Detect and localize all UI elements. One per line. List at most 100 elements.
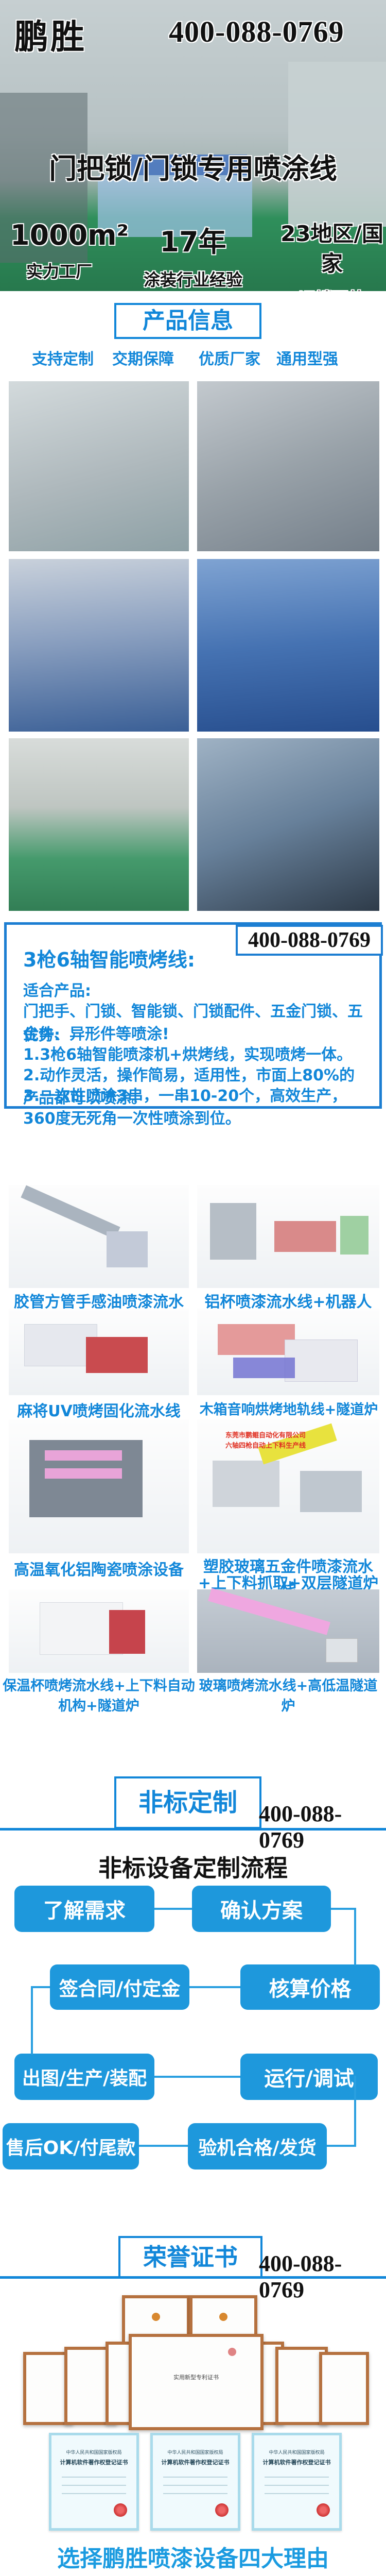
gallery-caption: 玻璃喷烤流水线+高低温隧道炉 [199, 1678, 378, 1714]
cad-glass-line [197, 1588, 379, 1673]
section-header-honor: 荣誉证书 [118, 2236, 262, 2278]
cad-mahjong-uv-line [9, 1309, 189, 1395]
cad-shape [210, 1203, 256, 1260]
spec-adv-label: 优势: [23, 1026, 60, 1044]
certificate-line [163, 2485, 227, 2486]
cad-shape [326, 1638, 358, 1663]
emblem-icon [219, 2312, 227, 2321]
section-header-custom: 非标定制 [114, 1776, 261, 1829]
flow-connector [189, 1986, 240, 1988]
certificate-line [62, 2493, 126, 2494]
cad-shape [274, 1221, 336, 1252]
hero-brand: 鹏胜 [14, 17, 86, 57]
stat-label: 实力工厂 [26, 262, 92, 281]
hero-phone[interactable]: 400-088-0769 [169, 15, 344, 48]
feature-custom: 支持定制 [32, 350, 94, 368]
software-copyright-certificate: 中华人民共和国国家版权局 计算机软件著作权登记证书 [150, 2433, 240, 2531]
certificate-line [265, 2485, 329, 2486]
flow-step-contract: 签合同/付定金 [50, 1964, 189, 2010]
section-header-label: 产品信息 [143, 308, 233, 334]
cad-annotation-line2: 六轴四枪自动上下料生产线 [225, 1442, 306, 1450]
hero-stat-area: 1000m² 实力工厂 [10, 219, 129, 282]
stat-value: 1000m² [10, 219, 129, 251]
feature-universal: 通用型强 [276, 350, 338, 368]
flow-connector [154, 2076, 240, 2078]
flow-connector [139, 2145, 188, 2147]
certificate-authority: 中华人民共和国国家版权局 [269, 2450, 325, 2455]
cad-hose-tube-line [9, 1185, 189, 1288]
hero-stat-experience: 17年 涂装行业经验 [142, 219, 244, 291]
photo-blue-handles-carousel [197, 559, 379, 732]
photo-black-handles-closeup [197, 738, 379, 911]
flow-connector [327, 2145, 356, 2147]
emblem-icon [152, 2312, 160, 2321]
spec-point-3: 3.一次性喷涂3串，一串10-20个，高效生产，360度无死角一次性喷涂到位。 [23, 1087, 347, 1128]
stat-label: 涂装行业经验 [143, 270, 242, 290]
section-header-label: 非标定制 [138, 1788, 237, 1817]
flow-connector [354, 1908, 356, 1965]
photo-spray-robot-arm [197, 381, 379, 551]
certificate-title: 计算机软件著作权登记证书 [262, 2459, 331, 2466]
spec-point-2: 2.动作灵活，操作简易，适用性，市面上80%的产品都可以喷涂。 [23, 1066, 355, 1107]
cad-annotation: 东莞市鹏鲲自动化有限公司 六轴四枪自动上下料生产线 [225, 1431, 306, 1451]
custom-phone[interactable]: 400-088-0769 [259, 1801, 342, 1853]
work-table [98, 175, 252, 237]
stat-label: 远销国外 [280, 286, 383, 291]
seal-icon [228, 2348, 236, 2356]
machine-silhouette [0, 93, 87, 263]
seal-icon [215, 2503, 229, 2517]
certificate-authority: 中华人民共和国国家版权局 [167, 2450, 223, 2455]
stat-value: 23地区/国家 [280, 221, 383, 276]
certificate-line [265, 2477, 329, 2478]
certificate-line [163, 2477, 227, 2478]
flow-connector [331, 1908, 356, 1910]
spec-phone-box[interactable]: 400-088-0769 [236, 925, 383, 956]
certificate-title: 计算机软件著作权登记证书 [60, 2459, 128, 2466]
flow-connector [31, 1986, 50, 1988]
cad-cup-line [197, 1185, 379, 1288]
flow-step-understand: 了解需求 [14, 1886, 154, 1932]
cad-shape [208, 1588, 330, 1635]
cad-annotation-line1: 东莞市鹏鲲自动化有限公司 [225, 1432, 306, 1439]
spec-point-1: 1.3枪6轴智能喷漆机+烘烤线，实现喷烤一体。 [23, 1046, 353, 1064]
honor-phone[interactable]: 400-088-0769 [259, 2251, 342, 2302]
spec-suit-label: 适合产品: [23, 982, 91, 1000]
certificate-line [163, 2493, 227, 2494]
hero-title: 门把锁/门锁专用喷涂线 [49, 152, 337, 185]
cad-shape [218, 1324, 295, 1355]
certificate-line [62, 2477, 126, 2478]
patent-frame-center: 实用新型专利证书 [129, 2334, 264, 2430]
cad-shape [285, 1340, 358, 1382]
cad-plastic-glass-line: 东莞市鹏鲲自动化有限公司 六轴四枪自动上下料生产线 [197, 1419, 379, 1553]
cad-shape [45, 1450, 122, 1461]
cad-shape [233, 1358, 295, 1378]
flow-step-price: 核算价格 [240, 1964, 380, 2010]
section-header-product-info: 产品信息 [114, 303, 261, 339]
wall-panel [288, 62, 386, 227]
flow-connector [31, 1986, 33, 2055]
cad-shape [213, 1461, 279, 1507]
reasons-title: 选择鹏胜喷漆设备四大理由 [57, 2546, 329, 2572]
certificate-line [265, 2493, 329, 2494]
flow-step-ship: 验机合格/发货 [188, 2123, 327, 2170]
flow-connector [154, 1908, 192, 1910]
certificate-authority: 中华人民共和国国家版权局 [66, 2450, 122, 2455]
patent-frame [319, 2352, 369, 2425]
photo-workshop-aisle [9, 738, 189, 911]
hero-stat-export: 23地区/国家 远销国外 [280, 219, 383, 291]
cad-shape [340, 1216, 369, 1255]
flow-step-confirm: 确认方案 [192, 1886, 331, 1932]
flow-step-debug: 运行/调试 [240, 2054, 378, 2100]
cad-thermos-line [9, 1589, 189, 1673]
cad-shape [21, 1185, 120, 1240]
software-copyright-certificate: 中华人民共和国国家版权局 计算机软件著作权登记证书 [49, 2433, 139, 2531]
cad-alumina-ceramic [9, 1419, 189, 1553]
cad-woodbox-line [197, 1309, 379, 1395]
photo-white-handles-booth [9, 559, 189, 732]
gallery-caption: 高温氧化铝陶瓷喷涂设备 [14, 1561, 184, 1579]
cad-shape [86, 1337, 148, 1373]
flow-step-production: 出图/生产/装配 [14, 2054, 154, 2100]
stat-value: 17年 [160, 226, 226, 258]
certificate-title: 计算机软件著作权登记证书 [161, 2459, 230, 2466]
